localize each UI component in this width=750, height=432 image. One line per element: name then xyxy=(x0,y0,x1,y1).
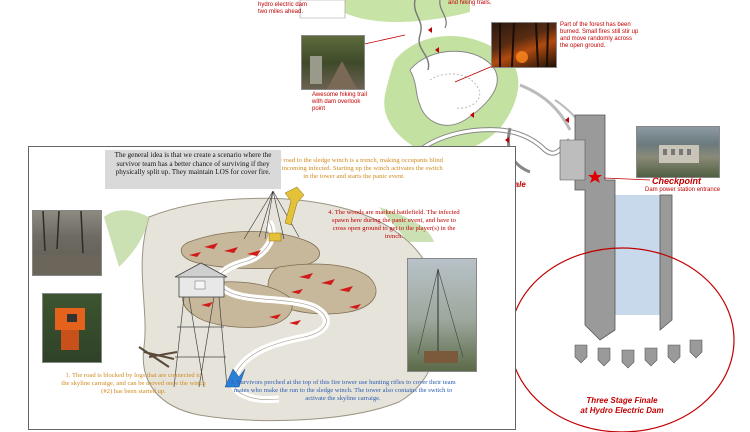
note-road-blocked: 1. The road is blocked by logs that are … xyxy=(61,372,206,395)
checkpoint-star-icon xyxy=(588,170,602,183)
finale-label-line2: at Hydro Electric Dam xyxy=(580,406,664,415)
forest-fire-caption: Part of the forest has been burned. Smal… xyxy=(560,22,639,49)
finale-label-line1: Three Stage Finale xyxy=(586,396,658,405)
note-fire-tower: 3. Survivors perched at the top of this … xyxy=(230,379,456,402)
hiking-trail-photo xyxy=(301,35,365,90)
yellow-arrow-icon xyxy=(284,186,305,226)
hiking-trail-caption: Awesome hiking trail with dam overlook p… xyxy=(312,92,367,112)
skyline-yarder-photo xyxy=(407,258,477,372)
note-woods-battlefield: 4. The woods are marked battlefield. The… xyxy=(328,209,460,240)
burned-forest-photo xyxy=(491,22,557,68)
scenario-detail-panel: 2. The road to the sledge winch is a tre… xyxy=(28,146,516,430)
scenario-illustration xyxy=(104,186,442,422)
skyline-cables xyxy=(243,190,300,240)
trail-markers xyxy=(428,27,569,143)
checkpoint-caption: Dam power station entrance xyxy=(645,187,721,193)
top-forest-area xyxy=(330,0,470,23)
hiking-trail-loop xyxy=(409,50,498,126)
blue-arrow-icon xyxy=(224,368,246,388)
infected-arrows xyxy=(189,243,361,325)
logged-forest-photo xyxy=(32,210,102,276)
intro-box: The general idea is that we create a sce… xyxy=(105,150,281,189)
checkpoint-label: Checkpoint xyxy=(652,176,702,186)
fire-tower xyxy=(173,296,228,388)
finale-label: Three Stage Finale at Hydro Electric Dam xyxy=(555,396,689,416)
top-trails-caption: and hiking trails. xyxy=(448,0,492,6)
winding-trail xyxy=(413,0,430,71)
note-sledge-winch: 2. The road to the sledge winch is a tre… xyxy=(265,157,443,180)
dam-spillway-blocks xyxy=(574,339,703,369)
blocking-logs xyxy=(138,346,178,368)
logging-machine-photo xyxy=(42,293,102,363)
top-dam-caption: hydro electric dam two miles ahead. xyxy=(258,2,308,15)
dam-photo xyxy=(636,126,720,178)
